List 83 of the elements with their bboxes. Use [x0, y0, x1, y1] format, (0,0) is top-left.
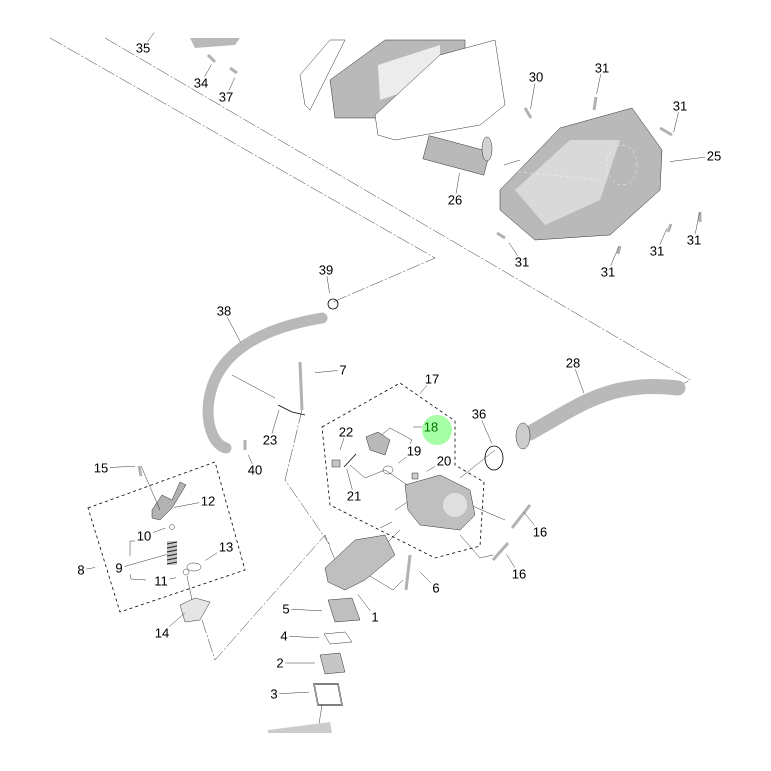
leader-line: [398, 457, 406, 464]
callout-number: 26: [448, 195, 462, 205]
leader-line: [346, 468, 353, 490]
leader-line: [456, 172, 460, 194]
callout-number: 25: [707, 151, 721, 161]
leader-line: [508, 242, 518, 256]
leader-line: [314, 370, 338, 373]
leader-line: [358, 594, 371, 612]
callout-number: 23: [263, 435, 277, 445]
callout-number: 36: [472, 409, 486, 419]
leader-line: [174, 502, 200, 508]
leader-line: [340, 438, 344, 450]
leader-line: [204, 64, 212, 77]
leader-line: [326, 276, 330, 294]
callout-number: 31: [595, 63, 609, 73]
leader-line: [110, 466, 136, 468]
callout-number: 28: [566, 358, 580, 368]
callout-number: 35: [136, 43, 150, 53]
leader-line: [610, 246, 620, 266]
leader-line: [285, 662, 316, 664]
leader-line: [530, 83, 536, 110]
callout-number: 16: [512, 569, 526, 579]
spring-drawing: [167, 541, 177, 565]
callout-number: 39: [319, 265, 333, 275]
leader-line: [426, 466, 436, 472]
callout-number: 15: [94, 463, 108, 473]
callout-number: 6: [433, 583, 440, 593]
leader-line: [228, 78, 235, 91]
leader-line: [248, 454, 252, 464]
callout-number: 30: [529, 72, 543, 82]
callout-number: 5: [282, 604, 290, 614]
leader-line: [674, 112, 679, 132]
callout-number: 8: [78, 565, 84, 575]
callout-number: 4: [280, 632, 288, 640]
callout-number: 11: [155, 576, 168, 586]
callout-number: 37: [219, 92, 233, 102]
callout-number: 31: [515, 257, 529, 267]
leader-line: [660, 228, 667, 245]
callout-number: 7: [340, 366, 346, 374]
leader-line: [272, 410, 280, 434]
leader-line: [420, 384, 428, 394]
leader-line: [420, 572, 431, 583]
leader-line: [168, 612, 185, 628]
callout-number: 3: [270, 689, 278, 699]
callout-number: 31: [687, 235, 701, 245]
leader-line: [596, 74, 601, 94]
callout-number: 9: [116, 563, 122, 573]
callout-number: 21: [347, 491, 361, 501]
callout-number: 14: [156, 628, 169, 638]
callout-number: 1: [372, 612, 378, 622]
leader-line: [86, 567, 96, 570]
leader-line: [124, 554, 167, 567]
callout-number: 10: [138, 531, 151, 541]
leader-line: [482, 420, 492, 444]
leader-line: [279, 692, 310, 694]
leader-line: [169, 577, 176, 580]
leader-line: [670, 156, 706, 162]
leader-line: [524, 512, 536, 526]
leader-line: [152, 528, 166, 533]
callout-number: 19: [408, 446, 421, 456]
leader-line: [695, 212, 700, 234]
callout-number: 12: [202, 496, 215, 506]
leader-line: [147, 32, 154, 42]
callout-number: 38: [217, 306, 231, 316]
leader-line: [575, 369, 584, 394]
callout-number: 13: [220, 542, 233, 552]
callout-number: 31: [601, 267, 615, 277]
callout-number: 18: [424, 422, 438, 432]
leader-line: [289, 636, 320, 638]
callout-number: 17: [426, 374, 439, 384]
leader-line: [205, 552, 218, 561]
callout-number: 34: [194, 78, 208, 88]
callout-number: 22: [339, 427, 353, 437]
leader-line: [227, 317, 241, 343]
callout-number: 16: [534, 527, 547, 537]
leader-line: [506, 554, 516, 568]
callout-number: 31: [673, 101, 687, 111]
leader-line: [412, 426, 422, 428]
callout-number: 40: [248, 465, 262, 475]
callout-number: 2: [277, 658, 283, 668]
leader-line: [291, 609, 322, 612]
callout-number: 20: [437, 456, 451, 466]
callout-number: 31: [650, 246, 664, 256]
